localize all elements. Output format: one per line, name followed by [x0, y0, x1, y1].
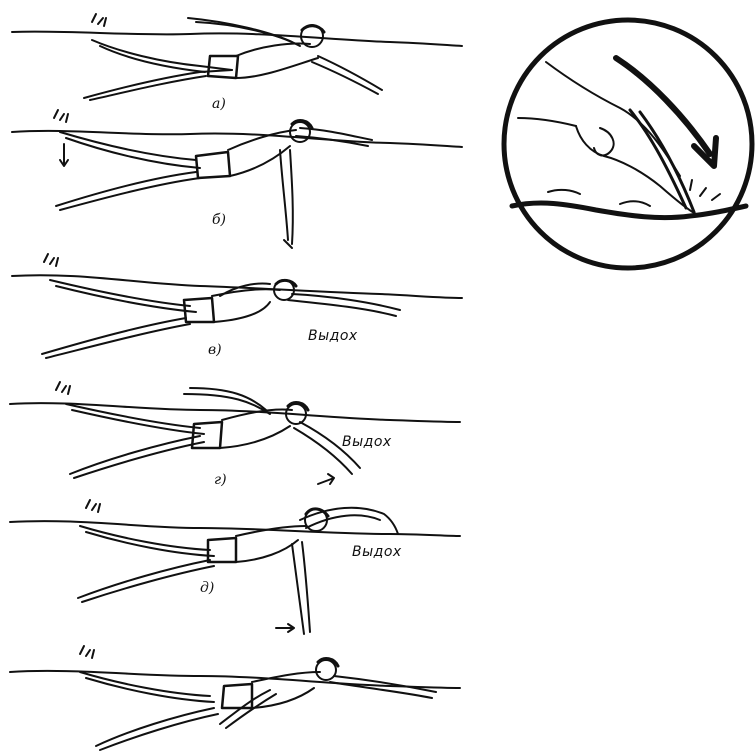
phase-label-e: д)	[200, 580, 214, 596]
phase-label-b: б)	[212, 212, 226, 228]
phase-label-a: а)	[212, 96, 226, 112]
exhale-label-c: Выдох	[308, 328, 358, 344]
splash-icon	[80, 646, 94, 658]
phase-label-d: г)	[214, 472, 227, 488]
hand-entry-detail	[504, 20, 752, 268]
splash-icon	[56, 382, 70, 394]
swimmer-phase-d	[10, 382, 460, 484]
waterline-b	[12, 131, 462, 147]
phase-label-c: в)	[208, 342, 222, 358]
swimmer-phase-b	[12, 110, 462, 248]
splash-icon	[54, 110, 68, 122]
splash-icon	[44, 254, 58, 266]
swimmer-phase-f	[10, 646, 460, 750]
exhale-label-d: Выдох	[342, 434, 392, 450]
swimmer-phase-c	[12, 254, 462, 358]
arrow-icon	[276, 624, 294, 632]
waterline-a	[12, 32, 462, 46]
splash-icon	[92, 14, 106, 26]
exhale-label-e: Выдох	[352, 544, 402, 560]
arrow-icon	[60, 144, 68, 166]
swimmer-phase-e	[10, 500, 460, 634]
splash-icon	[86, 500, 100, 512]
swimmer-phase-a	[12, 14, 462, 100]
arrow-icon	[318, 474, 334, 484]
